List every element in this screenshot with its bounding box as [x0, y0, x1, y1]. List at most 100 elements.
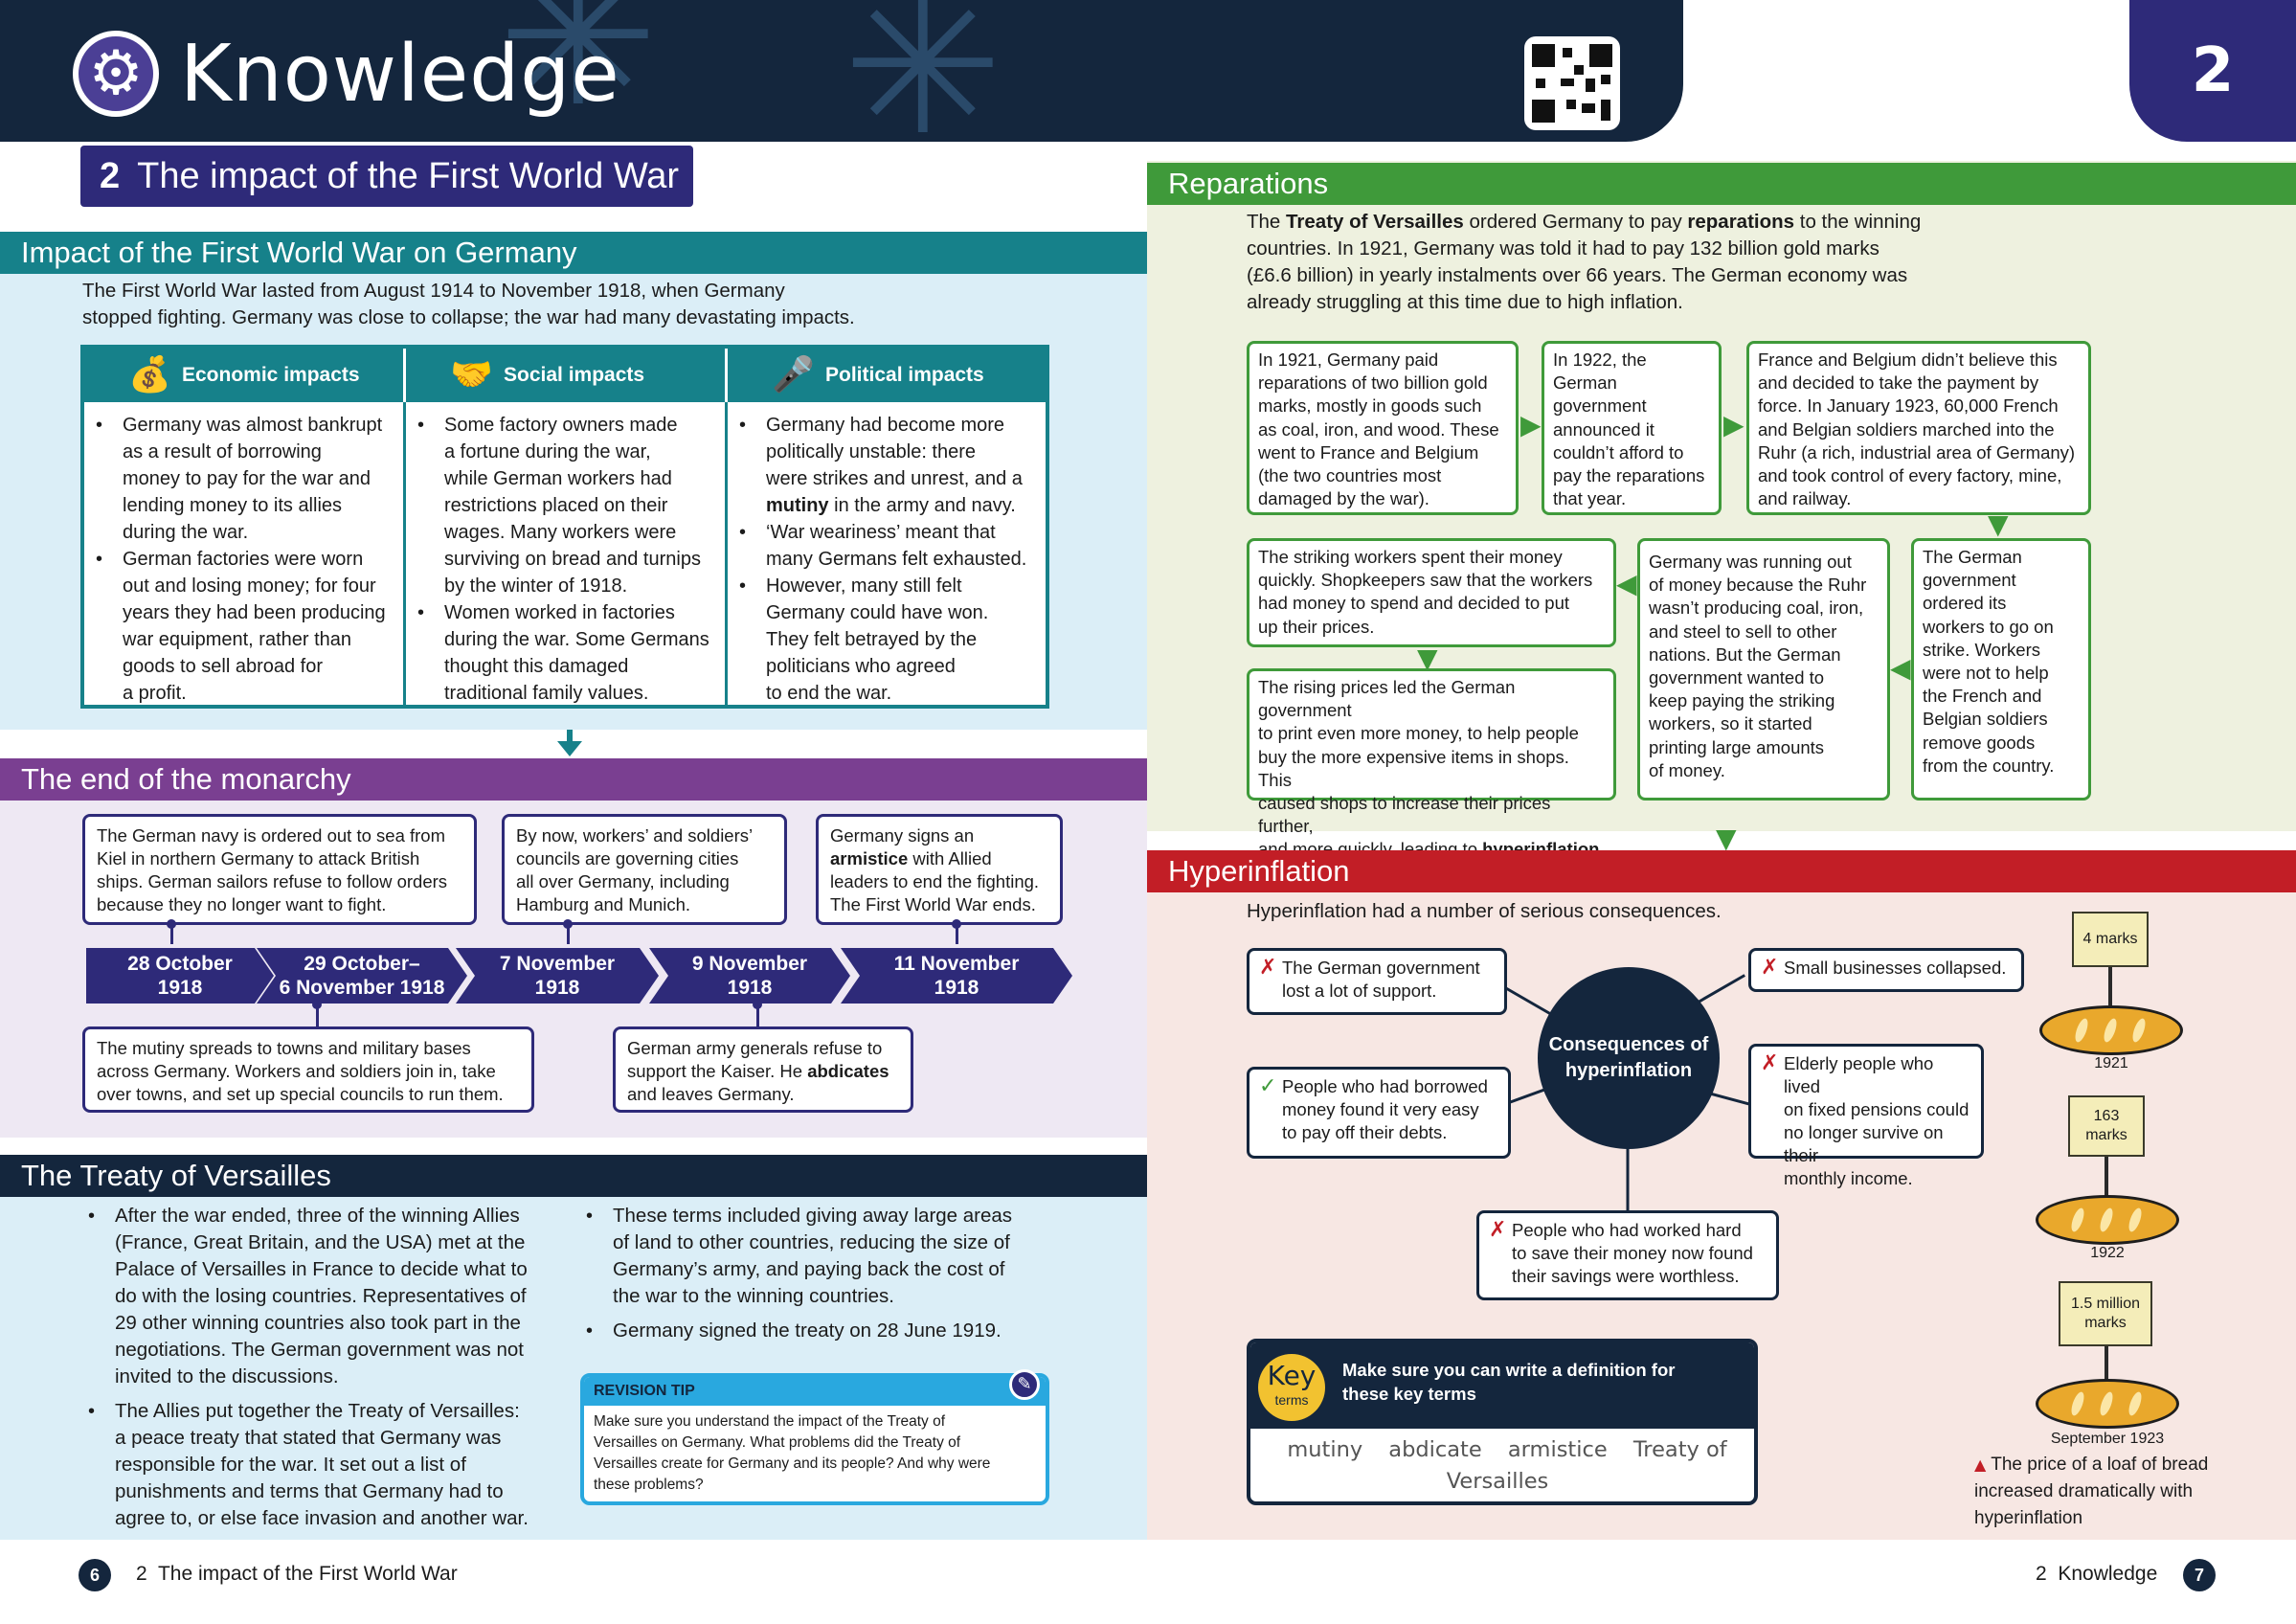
sign-post [2105, 1157, 2108, 1197]
price-sign: 4 marks [2072, 912, 2149, 967]
timeline-event-box: The mutiny spreads to towns and military… [82, 1026, 534, 1113]
consequence-debts: ✓ People who had borrowed money found it… [1247, 1067, 1511, 1159]
flow-box-ruhr-occupation: France and Belgium didn’t believe this a… [1746, 341, 2091, 515]
revision-tip-box: REVISION TIP Make sure you understand th… [580, 1373, 1049, 1505]
bread-year: September 1923 [2050, 1431, 2165, 1447]
key-term: hyperinflation [1502, 1500, 1653, 1501]
triangle-icon: ▲ [1974, 1455, 1987, 1474]
down-arrow-icon [557, 730, 582, 756]
timeline-connector [170, 925, 173, 944]
timeline-date: 28 October 1918 [86, 948, 274, 1004]
timeline-event-box: The German navy is ordered out to sea fr… [82, 814, 477, 925]
political-impacts-heading: Political impacts [825, 364, 984, 386]
politician-podium-icon: 🎤 [772, 355, 815, 395]
revision-tip-text: Make sure you understand the impact of t… [594, 1413, 991, 1493]
revision-tip-heading: REVISION TIP [584, 1377, 1046, 1406]
chapter-label: 2 The impact of the First World War [80, 146, 693, 207]
reparations-section-heading: Reparations [1147, 163, 2296, 205]
impact-intro: The First World War lasted from August 1… [82, 280, 855, 328]
versailles-section-heading: The Treaty of Versailles [0, 1155, 1147, 1197]
price-sign: 163 marks [2068, 1095, 2145, 1157]
bread-loaf-icon [2039, 1005, 2183, 1055]
down-arrow-icon: ▼ [1988, 508, 2009, 540]
timeline-dot [312, 1000, 322, 1009]
timeline-dot [167, 919, 176, 929]
key-terms-box: Key terms Make sure you can write a defi… [1247, 1339, 1758, 1505]
key-terms-list: mutiny abdicate armistice Treaty of Vers… [1250, 1429, 1754, 1501]
list-item: •However, many still felt Germany could … [739, 575, 989, 704]
down-arrow-icon: ▼ [1417, 643, 1438, 674]
handshake-icon: 🤝 [450, 355, 493, 395]
consequence-lost-support: ✗ The German government lost a lot of su… [1247, 948, 1507, 1015]
social-impacts-header: 🤝 Social impacts [406, 349, 728, 402]
list-item: •Germany was almost bankrupt as a result… [96, 415, 383, 543]
impact-section-heading: Impact of the First World War on Germany [0, 232, 1147, 274]
page-badge: 2 [2129, 0, 2296, 142]
timeline-connector [756, 1005, 759, 1026]
flow-box-printing-money: Germany was running out of money because… [1637, 538, 1890, 801]
timeline-event-box: By now, workers’ and soldiers’ councils … [502, 814, 787, 925]
gear-icon: ⚙ [73, 31, 159, 117]
flow-box-1922-default: In 1922, the German government announced… [1542, 341, 1722, 515]
economic-impacts-heading: Economic impacts [182, 364, 360, 386]
timeline-dot [753, 1000, 762, 1009]
political-impacts-column: •Germany had become more politically uns… [728, 402, 1046, 705]
key-term: Treaty of Versailles [1446, 1437, 1727, 1494]
list-item: •After the war ended, three of the winni… [88, 1205, 528, 1387]
flow-box-strike-order: The German government ordered its worker… [1911, 538, 2091, 801]
footer-left-text: 2 The impact of the First World War [136, 1563, 458, 1585]
consequence-savings: ✗ People who had worked hard to save the… [1476, 1210, 1779, 1300]
checklist-icon: ✎ [1009, 1369, 1040, 1400]
bread-year: 1921 [2094, 1055, 2128, 1071]
consequence-small-businesses: ✗ Small businesses collapsed. [1748, 948, 2024, 992]
down-arrow-icon: ▼ [1716, 823, 1737, 854]
list-item: •These terms included giving away large … [586, 1205, 1013, 1307]
money-bag-icon: 💰 [128, 355, 171, 395]
economic-impacts-column: •Germany was almost bankrupt as a result… [84, 402, 406, 705]
footer-right-text: 2 Knowledge [2036, 1563, 2158, 1585]
timeline-connector [567, 925, 570, 944]
economic-impacts-header: 💰 Economic impacts [84, 349, 406, 402]
bread-loaf-icon [2036, 1195, 2179, 1245]
page-number-right: 7 [2183, 1559, 2216, 1591]
timeline-dot [563, 919, 573, 929]
right-arrow-icon: ▶ [1520, 409, 1542, 440]
page-title: Knowledge [180, 29, 620, 120]
bread-price-caption: ▲ The price of a loaf of bread increased… [1974, 1455, 2209, 1528]
social-impacts-column: •Some factory owners made a fortune duri… [406, 402, 728, 705]
social-impacts-heading: Social impacts [504, 364, 645, 386]
list-item: •Some factory owners made a fortune duri… [417, 415, 701, 597]
list-item: •Germany had become more politically uns… [739, 415, 1023, 516]
qr-code-icon[interactable] [1524, 36, 1620, 130]
flow-box-hyperinflation: The rising prices led the German governm… [1247, 668, 1616, 859]
right-arrow-icon: ▶ [1723, 409, 1745, 440]
versailles-left-column: •After the war ended, three of the winni… [82, 1203, 561, 1540]
monarchy-section-heading: The end of the monarchy [0, 758, 1147, 801]
hyperinflation-section-heading: Hyperinflation [1147, 850, 2296, 892]
key-term: mutiny [1287, 1437, 1363, 1462]
list-item: •The Allies put together the Treaty of V… [88, 1400, 529, 1529]
sign-post [2105, 1346, 2108, 1383]
key-terms-instruction: Make sure you can write a definition for… [1342, 1360, 1676, 1404]
reparations-intro: The Treaty of Versailles ordered Germany… [1247, 211, 1922, 313]
key-term: abdicate [1388, 1437, 1482, 1462]
key-terms-header: Key terms Make sure you can write a defi… [1250, 1342, 1754, 1429]
timeline-connector [316, 1005, 319, 1026]
list-item: •‘War weariness’ meant that many Germans… [739, 522, 1027, 570]
timeline-date: 7 November 1918 [456, 948, 659, 1004]
list-item: •Germany signed the treaty on 28 June 19… [586, 1320, 1002, 1342]
consequences-hub: Consequences of hyperinflation [1538, 967, 1720, 1149]
timeline-date: 9 November 1918 [649, 948, 850, 1004]
hyperinflation-intro: Hyperinflation had a number of serious c… [1247, 900, 1722, 922]
list-item: •Women worked in factories during the wa… [417, 602, 709, 704]
versailles-right-column: •These terms included giving away large … [580, 1203, 1078, 1352]
decorative-star-icon: ✳ [843, 0, 1003, 142]
sign-post [2108, 967, 2112, 1005]
bread-loaf-icon [2036, 1379, 2179, 1429]
flow-box-1921-payment: In 1921, Germany paid reparations of two… [1247, 341, 1519, 515]
consequence-pensions: ✗ Elderly people who lived on fixed pens… [1748, 1044, 1984, 1188]
list-item: •German factories were worn out and losi… [96, 549, 386, 704]
key-term: reparations [1353, 1500, 1476, 1501]
page-number-left: 6 [79, 1559, 111, 1591]
left-arrow-icon: ◀ [1616, 568, 1637, 599]
